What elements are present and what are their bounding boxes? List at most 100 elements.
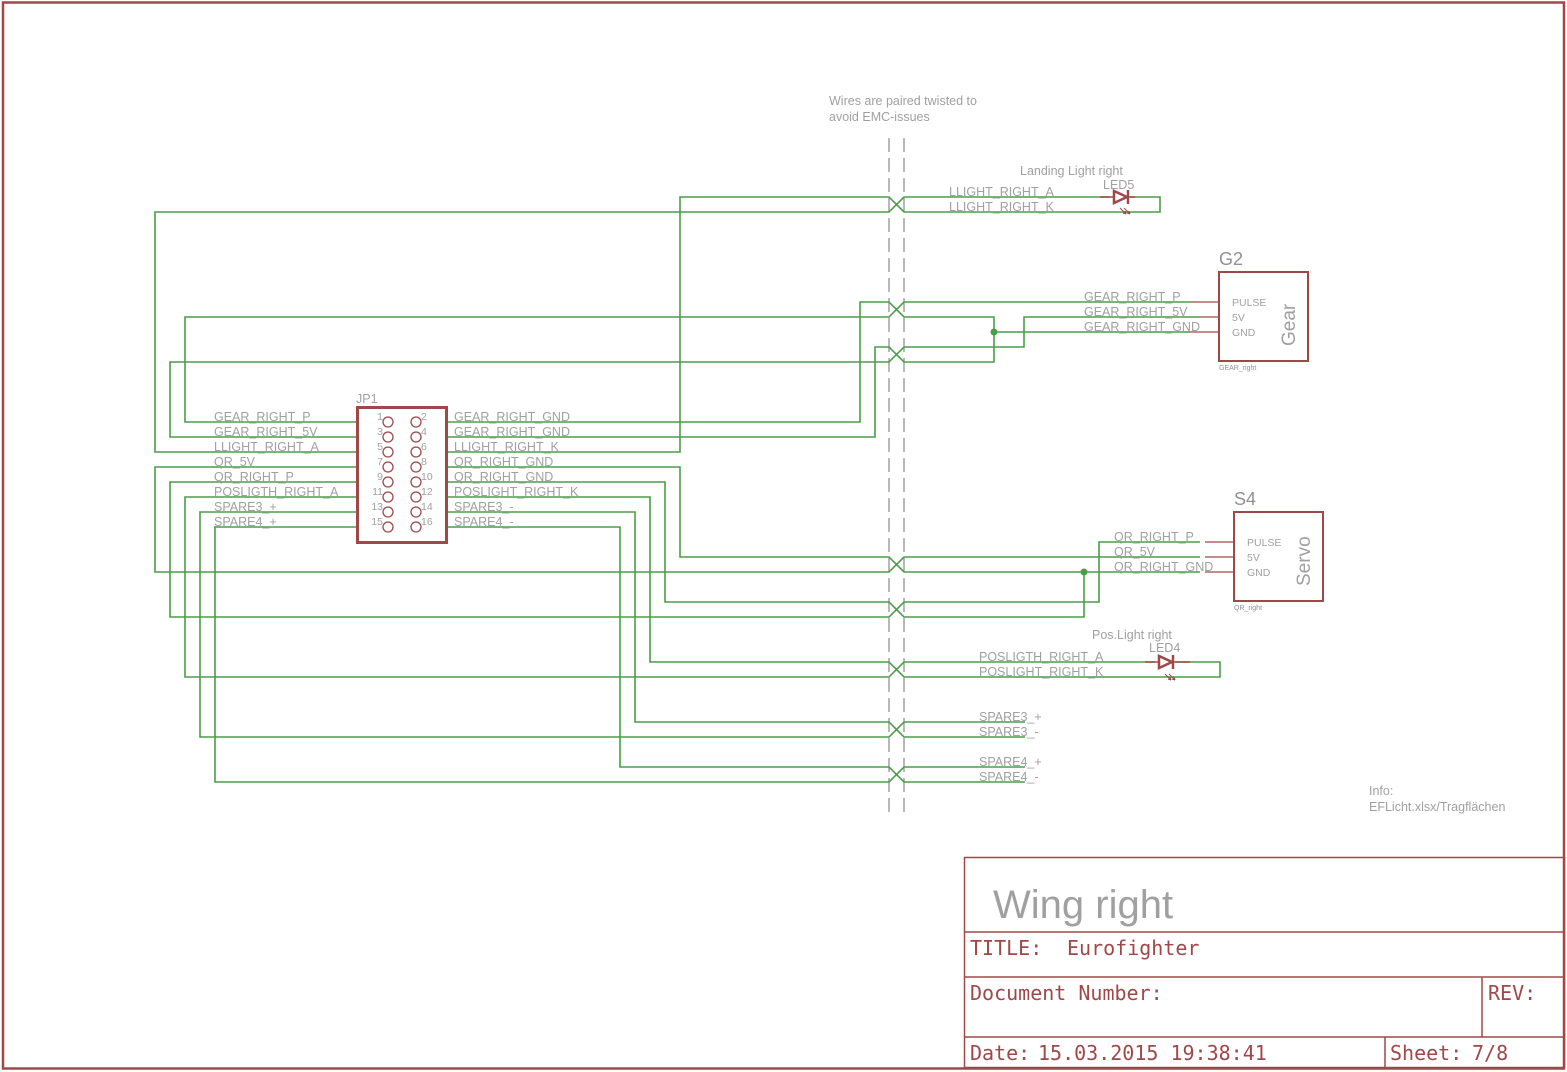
servo-pin-pulse: PULSE [1247, 537, 1281, 549]
led5-description: Landing Light right [1020, 164, 1123, 178]
pin-pad-icon [410, 416, 422, 428]
wire-pos-k [447, 496, 1221, 678]
gear-net-5v: GEAR_RIGHT_5V [1084, 305, 1188, 319]
pin-net-label: QR_5V [214, 455, 256, 469]
pin-net-label: GEAR_RIGHT_GND [454, 425, 570, 439]
pin-pad-icon [382, 491, 394, 503]
gear-pin-pulse: PULSE [1232, 297, 1266, 309]
wire-qr-gnd-10 [447, 481, 1085, 618]
pin-pad-icon [382, 521, 394, 533]
wire-spare3-minus [447, 511, 1025, 738]
connector-pin-left[interactable]: 15 SPARE4_+ [214, 515, 394, 533]
connector-jp1[interactable]: JP1 1GEAR_RIGHT_P3GEAR_RIGHT_5V5LLIGHT_R… [214, 392, 579, 544]
pin-net-label: GEAR_RIGHT_P [214, 410, 311, 424]
spare3-plus-label: SPARE3_+ [979, 710, 1042, 724]
connector-pin-right[interactable]: 6 LLIGHT_RIGHT_K [410, 440, 560, 458]
info-line-2: EFLicht.xlsx/Tragflächen [1369, 800, 1505, 814]
wire-qr-gnd-8 [447, 466, 1200, 573]
pin-pad-icon [382, 431, 394, 443]
wire-qr-5v [154, 466, 1200, 573]
document-number-label: Document Number: [970, 981, 1163, 1005]
pin-number: 14 [421, 501, 433, 513]
gear-net-p: GEAR_RIGHT_P [1084, 290, 1181, 304]
led5[interactable]: Landing Light right LED5 LLIGHT_RIGHT_A … [949, 164, 1135, 215]
pin-pad-icon [382, 416, 394, 428]
wire-spare4-minus [447, 526, 1025, 783]
connector-pin-right[interactable]: 12 POSLIGHT_RIGHT_K [410, 485, 579, 503]
connector-pin-right[interactable]: 10 QR_RIGHT_GND [410, 470, 553, 488]
title-value: Eurofighter [1067, 936, 1199, 960]
pin-pad-icon [410, 446, 422, 458]
pin-number: 10 [421, 471, 433, 483]
servo-net-gnd: QR_RIGHT_GND [1114, 560, 1213, 574]
wire-pos-a [184, 496, 1155, 678]
connector-pin-left[interactable]: 1 GEAR_RIGHT_P [214, 410, 394, 428]
pin-pad-icon [410, 521, 422, 533]
connector-pin-left[interactable]: 13 SPARE3_+ [214, 500, 394, 518]
servo-net-p: QR_RIGHT_P [1114, 530, 1194, 544]
servo-name: S4 [1234, 489, 1256, 509]
gear-device-label: Gear [1279, 303, 1300, 346]
pin-number: 15 [371, 516, 383, 528]
spare4-minus-label: SPARE4_- [979, 770, 1039, 784]
gear-net-gnd: GEAR_RIGHT_GND [1084, 320, 1200, 334]
led5-emission-icon [1119, 207, 1131, 215]
servo-s4[interactable]: S4 PULSE 5V GND Servo QR_right QR_RIGHT_… [1114, 489, 1324, 612]
pin-pad-icon [410, 506, 422, 518]
pin-number: 7 [377, 456, 383, 468]
spare4-plus-label: SPARE4_+ [979, 755, 1042, 769]
pin-number: 8 [421, 456, 427, 468]
gear-name: G2 [1219, 249, 1243, 269]
pin-number: 9 [377, 471, 383, 483]
connector-pin-left[interactable]: 11 POSLIGTH_RIGHT_A [214, 485, 394, 503]
sheet-label: Sheet: [1390, 1041, 1462, 1065]
pin-net-label: QR_RIGHT_GND [454, 470, 553, 484]
pin-pad-icon [382, 506, 394, 518]
connector-pin-left[interactable]: 9QR_RIGHT_P [214, 470, 394, 488]
led4-emission-icon [1164, 673, 1176, 681]
date-value: 15.03.2015 19:38:41 [1038, 1041, 1267, 1065]
spare3-minus-label: SPARE3_- [979, 725, 1039, 739]
sheet-title: Wing right [993, 883, 1173, 927]
pin-pad-icon [410, 461, 422, 473]
pin-net-label: POSLIGHT_RIGHT_K [454, 485, 579, 499]
wire-gear-5v [169, 316, 1200, 438]
wires [154, 196, 1221, 783]
junction-qr-gnd [1080, 568, 1088, 576]
sheet-value: 7/8 [1472, 1041, 1508, 1065]
date-label: Date: [970, 1041, 1030, 1065]
pin-number: 5 [377, 441, 383, 453]
gear-value: GEAR_right [1219, 365, 1256, 372]
pin-net-label: POSLIGTH_RIGHT_A [214, 485, 339, 499]
rev-label: REV: [1488, 981, 1536, 1005]
gear-g2[interactable]: G2 PULSE 5V GND Gear GEAR_right GEAR_RIG… [1084, 249, 1309, 372]
pin-number: 1 [377, 411, 383, 423]
pin-net-label: LLIGHT_RIGHT_K [454, 440, 560, 454]
led4-diode-icon [1157, 654, 1175, 670]
pin-number: 12 [421, 486, 433, 498]
servo-pin-5v: 5V [1247, 552, 1260, 564]
junction-gear-gnd [990, 328, 998, 336]
led5-net-a: LLIGHT_RIGHT_A [949, 185, 1055, 199]
note-line-2: avoid EMC-issues [829, 110, 930, 124]
pin-number: 13 [371, 501, 383, 513]
pin-net-label: SPARE4_+ [214, 515, 277, 529]
connector-body [356, 406, 448, 544]
pin-pad-icon [382, 446, 394, 458]
pin-net-label: GEAR_RIGHT_5V [214, 425, 318, 439]
gear-pin-gnd: GND [1232, 327, 1256, 339]
pin-net-label: SPARE3_+ [214, 500, 277, 514]
wire-spare4-plus [214, 526, 1025, 783]
connector-pin-left[interactable]: 7 QR_5V [214, 455, 394, 473]
pin-number: 6 [421, 441, 427, 453]
pin-number: 11 [372, 486, 383, 498]
led4[interactable]: Pos.Light right LED4 POSLIGTH_RIGHT_A PO… [979, 628, 1190, 681]
led4-description: Pos.Light right [1092, 628, 1172, 642]
